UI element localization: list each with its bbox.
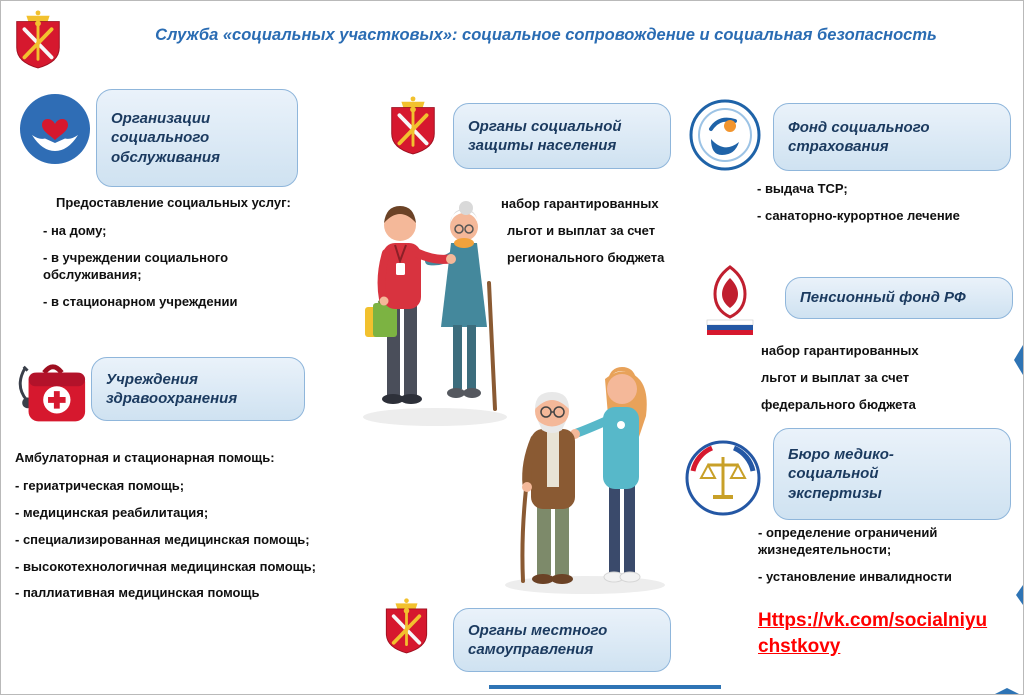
text-line: набор гарантированных [501,196,659,211]
local-government-box-title: Органы местного самоуправления [468,621,608,659]
first-aid-kit-icon [9,357,91,435]
page-edge-artifact [995,688,1019,694]
list-item: - в учреждении социального обслуживания; [43,249,229,282]
mse-box-title: Бюро медико-социальной экспертизы [788,445,894,502]
social-protection-text: набор гарантированных льгот и выплат за … [501,196,676,277]
social-protection-box-title: Органы социальной защиты населения [468,117,622,155]
list-item: - установление инвалидности [758,568,952,584]
list-item: - паллиативная медицинская помощь [15,585,260,601]
text-line: льгот и выплат за счет [507,222,656,238]
vk-link-line[interactable]: Https://vk.com/socialniyu [758,610,988,631]
list-item: - медицинская реабилитация; [15,504,209,520]
text-line: набор гарантированных [761,343,919,358]
local-government-box: Органы местного самоуправления [453,608,671,672]
page-edge-artifact [1016,585,1023,605]
page-edge-artifact [1014,345,1023,375]
social-orgs-lead: Предоставление социальных услуг: [56,195,291,210]
text-line: льгот и выплат за счет [761,369,910,385]
hands-heart-icon [19,93,91,165]
spb-coat-of-arms-icon [379,595,434,654]
insurance-fund-text: - выдача ТСР; - санаторно-курортное лече… [757,181,1017,225]
healthcare-text: Амбулаторная и стационарная помощь: - ге… [15,450,350,602]
pension-fund-text: набор гарантированных льгот и выплат за … [761,343,961,424]
pension-fund-box-title: Пенсионный фонд РФ [800,289,966,307]
pension-fund-box: Пенсионный фонд РФ [785,277,1013,319]
social-orgs-text: Предоставление социальных услуг: - на до… [43,195,325,310]
healthcare-box-title: Учреждения здравоохранения [106,370,238,408]
page-title: Служба «социальных участковых»: социальн… [155,26,937,44]
list-item: - в стационарном учреждении [43,293,238,309]
list-item: - на дому; [43,222,107,238]
nurse-elderly-man-illustration [493,337,673,602]
medico-social-expertise-logo-icon [684,439,762,517]
vk-link[interactable]: Https://vk.com/socialniyu chstkovy [758,608,1018,659]
insurance-fund-box: Фонд социального страхования [773,103,1011,171]
mse-text: - определение ограничений жизнедеятельно… [758,525,1016,586]
healthcare-lead: Амбулаторная и стационарная помощь: [15,450,275,465]
caregiver-elderly-woman-illustration [353,187,513,437]
pension-fund-logo-icon [701,263,759,337]
list-item: - определение ограничений жизнедеятельно… [758,525,938,557]
insurance-fund-box-title: Фонд социального страхования [788,118,930,156]
social-insurance-fund-logo-icon [689,99,761,171]
list-item: - гериатрическая помощь; [15,477,185,493]
list-item: - выдача ТСР; [757,181,848,196]
list-item: - специализированная медицинская помощь; [15,531,310,547]
list-item: - высокотехнологичная медицинская помощь… [15,558,316,574]
text-line: федерального бюджета [761,396,916,412]
list-item: - санаторно-курортное лечение [757,207,960,223]
spb-coat-of-arms-icon [9,7,67,69]
social-orgs-box-title: Организации социального обслуживания [111,109,220,166]
page-edge-artifact [489,685,721,689]
text-line: регионального бюджета [507,249,665,265]
healthcare-box: Учреждения здравоохранения [91,357,305,421]
vk-link-line[interactable]: chstkovy [758,635,841,657]
social-protection-box: Органы социальной защиты населения [453,103,671,169]
social-orgs-box: Организации социального обслуживания [96,89,298,187]
spb-coat-of-arms-icon [384,93,442,155]
mse-box: Бюро медико-социальной экспертизы [773,428,1011,520]
